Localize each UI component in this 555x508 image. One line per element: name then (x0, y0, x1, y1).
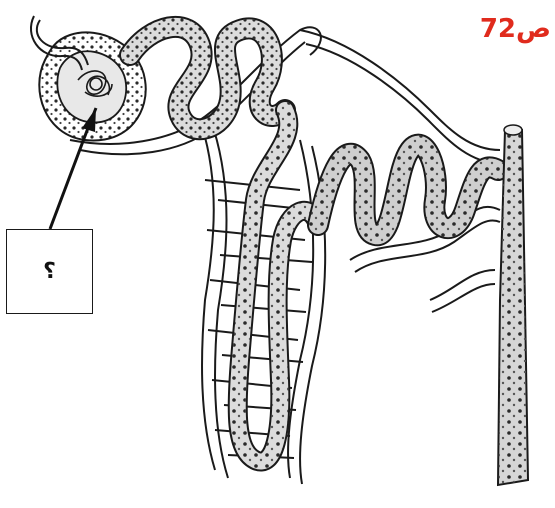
distal-tubule (318, 145, 498, 236)
question-mark: ؟ (43, 259, 56, 284)
page-reference: ص72 (480, 14, 551, 44)
question-label-box[interactable]: ؟ (6, 229, 93, 314)
